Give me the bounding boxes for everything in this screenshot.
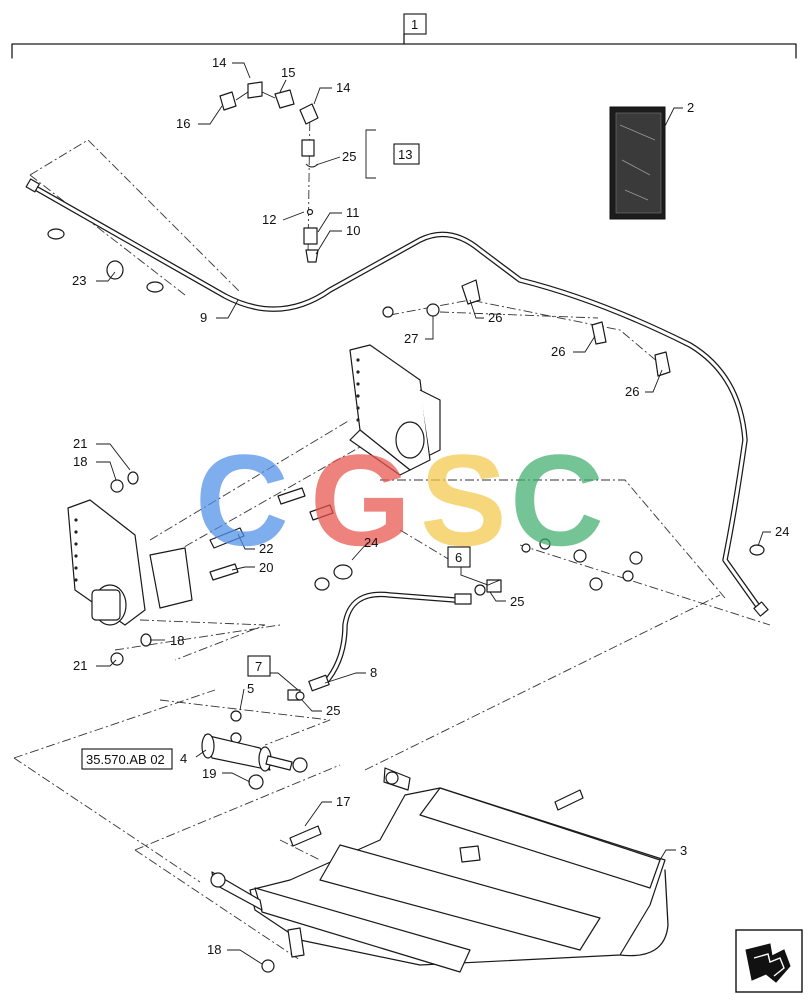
callout-17: 17	[336, 794, 350, 809]
callout-18c: 18	[207, 942, 221, 957]
callout-11: 11	[346, 205, 360, 220]
callout-3: 3	[680, 843, 687, 858]
callout-4: 4	[180, 751, 187, 766]
watermark-logo: C G S C	[195, 427, 604, 573]
view-direction-icon	[735, 929, 803, 993]
valve-stack	[219, 81, 319, 263]
number-callouts: 14 15 14 16 25 2 12 11 10 23 9 26 27 26 …	[72, 55, 789, 957]
callout-20: 20	[259, 560, 273, 575]
callout-22: 22	[259, 541, 273, 556]
hydraulic-tube	[25, 178, 769, 617]
callout-6: 6	[455, 550, 462, 565]
callout-5: 5	[247, 681, 254, 696]
callout-8: 8	[370, 665, 377, 680]
callout-26b: 26	[551, 344, 565, 359]
callout-19: 19	[202, 766, 216, 781]
tube-clamps	[382, 279, 671, 377]
assembly-bracket	[11, 33, 797, 59]
callout-26c: 26	[625, 384, 639, 399]
o-rings	[47, 228, 765, 591]
reference-label: 35.570.AB 02	[86, 752, 165, 767]
hydraulic-hose	[308, 591, 472, 692]
callout-26a: 26	[488, 310, 502, 325]
fittings	[230, 538, 643, 744]
callout-25a: 25	[342, 149, 356, 164]
callout-27: 27	[404, 331, 418, 346]
callout-13: 13	[398, 147, 412, 162]
callout-14a: 14	[212, 55, 226, 70]
callout-18a: 18	[73, 454, 87, 469]
callout-24a: 24	[364, 535, 378, 550]
callout-25b: 25	[510, 594, 524, 609]
callout-14b: 14	[336, 80, 350, 95]
watermark-letter-1: C	[195, 427, 289, 573]
mounting-bracket-left	[67, 499, 193, 626]
callout-7: 7	[255, 659, 262, 674]
platform-step	[210, 767, 669, 973]
boxed-callouts: 1 13 6 7 35.570.AB 02	[81, 13, 471, 770]
watermark-letter-2: G	[310, 427, 411, 573]
watermark-letter-4: C	[510, 427, 604, 573]
leader-lines	[96, 62, 771, 965]
operator-manual	[609, 106, 666, 220]
callout-2: 2	[687, 100, 694, 115]
callout-9: 9	[200, 310, 207, 325]
bolts	[110, 471, 584, 973]
callout-23: 23	[72, 273, 86, 288]
callout-24b: 24	[775, 524, 789, 539]
callout-16: 16	[176, 116, 190, 131]
mounting-bracket-right	[349, 344, 441, 476]
callout-12: 12	[262, 212, 276, 227]
callout-1: 1	[411, 17, 418, 32]
callout-10: 10	[346, 223, 360, 238]
callout-25c: 25	[326, 703, 340, 718]
callout-18b: 18	[170, 633, 184, 648]
callout-21b: 21	[73, 658, 87, 673]
callout-15: 15	[281, 65, 295, 80]
hydraulic-cylinder	[201, 733, 308, 790]
callout-21a: 21	[73, 436, 87, 451]
